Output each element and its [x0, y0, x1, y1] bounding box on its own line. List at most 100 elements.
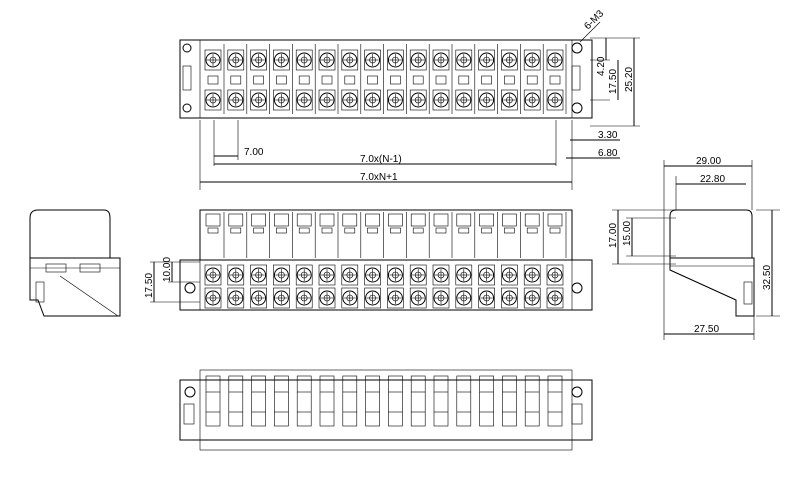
screw-icon [228, 290, 244, 306]
front-view-housing [199, 209, 573, 261]
dim-bottom-offset: 3.30 [598, 130, 618, 141]
screw-icon [228, 52, 244, 68]
screw-icon [296, 267, 312, 283]
front-view: 17.50 10.00 [144, 209, 593, 311]
bottom-slot [388, 411, 403, 427]
housing-slot [365, 213, 380, 227]
bottom-slot [410, 375, 426, 393]
dim-side-total-width: 29.00 [696, 156, 721, 167]
screw-icon [251, 267, 267, 283]
top-view-body [179, 39, 593, 119]
housing-slot [388, 213, 403, 227]
bottom-slot [365, 375, 380, 393]
bottom-slot [251, 411, 266, 427]
bottom-slot [433, 375, 449, 393]
screw-icon [524, 92, 540, 108]
screw-icon [342, 267, 358, 283]
screw-icon [365, 267, 381, 283]
dim-side-inner-height: 15.00 [622, 221, 633, 246]
bottom-slot [479, 411, 494, 427]
screw-icon [479, 267, 495, 283]
dim-end-margin: 6.80 [598, 148, 618, 159]
dim-total-height: 25.20 [624, 67, 635, 92]
bottom-slot [342, 411, 358, 427]
screw-icon [501, 267, 517, 283]
screw-icon [205, 267, 221, 283]
screw-icon [273, 290, 289, 306]
housing-slot [547, 213, 563, 227]
screw-icon [319, 52, 335, 68]
housing-slot [342, 213, 358, 227]
screw-icon [433, 290, 449, 306]
bottom-slot [205, 375, 221, 393]
bottom-slot [502, 375, 517, 393]
bottom-slot [547, 411, 563, 427]
mount-hole-icon [184, 282, 196, 294]
screw-icon [296, 290, 312, 306]
screw-icon [365, 290, 381, 306]
dim-front-offset: 10.00 [162, 257, 173, 282]
screw-icon [501, 52, 517, 68]
bottom-slot [524, 375, 540, 393]
screw-icon [479, 92, 495, 108]
dim-total-span: 7.0xN+1 [360, 172, 398, 183]
screw-icon [251, 290, 267, 306]
bottom-slot [342, 375, 358, 393]
screw-icon [433, 92, 449, 108]
housing-slot [296, 213, 312, 227]
bottom-slot [205, 411, 221, 427]
screw-icon [387, 92, 403, 108]
bottom-slot [524, 411, 540, 427]
housing-slot [524, 213, 540, 227]
screw-icon [547, 92, 563, 108]
screw-icon [387, 267, 403, 283]
mount-hole-icon [182, 103, 192, 113]
screw-icon [524, 52, 540, 68]
bottom-slot [319, 375, 335, 393]
screw-icon [456, 52, 472, 68]
screw-icon [547, 290, 563, 306]
dim-mount-hole: 6-M3 [582, 8, 606, 32]
bottom-slot [319, 411, 335, 427]
bottom-slot [456, 375, 472, 393]
dim-side-height: 17.00 [608, 223, 619, 248]
screw-icon [479, 52, 495, 68]
bottom-slot [365, 411, 380, 427]
housing-slot [433, 213, 449, 227]
bottom-slot [296, 411, 312, 427]
screw-icon [456, 290, 472, 306]
screw-icon [387, 290, 403, 306]
bottom-slot [296, 375, 312, 393]
screw-icon [296, 52, 312, 68]
dim-side-total-height: 32.50 [762, 265, 773, 290]
screw-icon [342, 52, 358, 68]
screw-icon [342, 290, 358, 306]
housing-slot [274, 213, 289, 227]
bottom-slot [274, 411, 289, 427]
screw-icon [547, 52, 563, 68]
bottom-slot [502, 411, 517, 427]
screw-icon [456, 92, 472, 108]
screw-icon [205, 290, 221, 306]
right-side-view: 29.00 22.80 27.50 17.00 15.00 32.50 [608, 156, 780, 340]
bottom-slot [456, 411, 472, 427]
screw-icon [273, 52, 289, 68]
screw-icon [319, 92, 335, 108]
dim-front-row-pitch: 17.50 [144, 273, 155, 298]
housing-slot [502, 213, 517, 227]
screw-icon [501, 290, 517, 306]
screw-icon [205, 92, 221, 108]
screw-icon [342, 92, 358, 108]
bottom-slot [547, 375, 563, 393]
bottom-slot-row [205, 375, 563, 427]
screw-icon [319, 267, 335, 283]
left-side-view [29, 209, 121, 317]
screw-icon [547, 267, 563, 283]
housing-slot [228, 213, 244, 227]
screw-icon [456, 267, 472, 283]
housing-slot [319, 213, 335, 227]
bottom-view [179, 369, 593, 451]
bottom-slot [479, 375, 494, 393]
screw-icon [273, 267, 289, 283]
screw-icon [524, 290, 540, 306]
